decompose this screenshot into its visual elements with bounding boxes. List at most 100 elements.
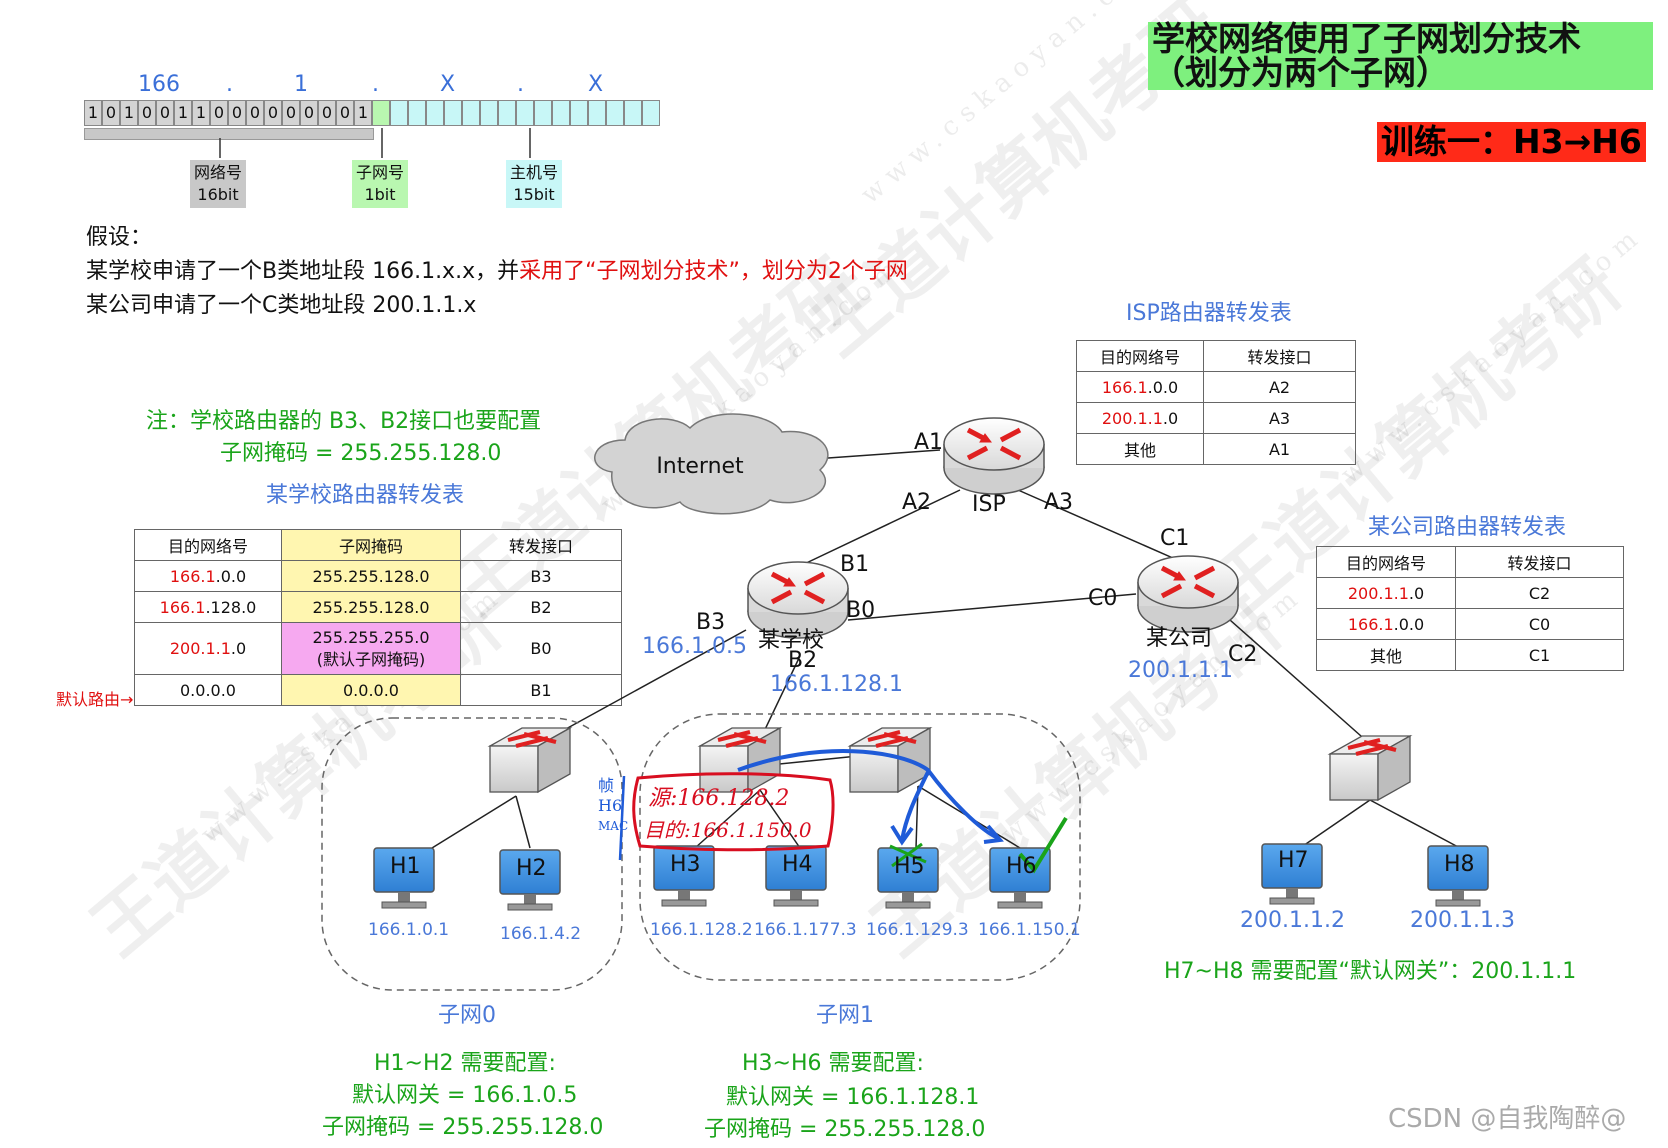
host-bit-cell [588,100,606,126]
b2-ip-label: 166.1.128.1 [770,672,903,697]
port-cell: B0 [460,622,622,675]
network-bit-cell: 0 [246,100,264,126]
subnet0-boundary [321,717,623,991]
mask-note: (默认子网掩码) [316,649,426,669]
isp-table-title: ISP路由器转发表 [1126,301,1292,326]
switch-subnet0 [488,726,572,794]
mask-cell: 255.255.255.0 (默认子网掩码) [281,622,461,675]
dest-cell: 200.1.1.0 [1076,402,1204,434]
dest-prefix: 166.1 [159,597,206,617]
port-b1-label: B1 [840,552,870,577]
host-name: H3 [670,852,701,877]
dest-cell: 其他 [1316,639,1456,671]
handwritten-check-h6 [1018,816,1068,874]
handwritten-route-arrow [737,749,999,840]
host-name: H6 [1006,854,1037,879]
octet-label: X [588,72,604,97]
assumption-highlight: 采用了“子网划分技术”，划分为2个子网 [519,259,908,284]
table-header: 转发接口 [1455,546,1624,578]
octet-dot: . [517,72,524,97]
host-ip: 166.1.177.3 [754,920,857,940]
table-row: 166.1.0.0 A2 [1076,371,1356,403]
hw-mac: MAC [598,819,629,833]
dest-cell: 其他 [1076,433,1204,465]
dest-cell: 0.0.0.0 [134,674,282,706]
table-row: 0.0.0.0 0.0.0.0 B1 [134,674,622,706]
h3h6-config-line2: 默认网关 = 166.1.128.1 [726,1085,980,1110]
table-row: 其他 C1 [1316,639,1624,671]
port-a3-label: A3 [1044,490,1074,515]
host-bit-cell [642,100,660,126]
note-line-1: 注：学校路由器的 B3、B2接口也要配置 [146,409,542,434]
h1h2-config-line2: 默认网关 = 166.1.0.5 [352,1083,578,1108]
isp-router [944,418,1044,494]
host-name: H8 [1444,852,1475,877]
host-bit-cell [462,100,480,126]
network-bit-cell: 0 [156,100,174,126]
subnet-bit-cell [372,100,390,126]
school-forwarding-table: 目的网络号 子网掩码 转发接口 166.1.0.0 255.255.128.0 … [134,529,622,706]
mask-value: 255.255.255.0 [312,627,430,647]
dest-prefix: 166.1 [1347,614,1394,634]
octet-label: X [440,72,456,97]
handwritten-branch-arrow [900,771,930,841]
handwritten-src: 源:166.128.2 [648,786,790,811]
dest-suffix: .0.0 [215,566,247,586]
school-table-title: 某学校路由器转发表 [266,483,465,508]
host-bit-cell [570,100,588,126]
table-header: 目的网络号 [1076,340,1204,372]
assumption-heading: 假设： [86,225,153,250]
port-cell: A3 [1203,402,1356,434]
handwritten-frame-label: 帧 H6 MAC [598,776,628,836]
port-b2-label: B2 [788,648,818,673]
mask-cell: 255.255.128.0 [281,591,461,623]
network-bit-cell: 0 [102,100,120,126]
octet-dot: . [372,72,379,97]
network-bit-cell: 1 [354,100,372,126]
port-cell: A1 [1203,433,1356,465]
tag-line: 子网号 [356,163,405,182]
host-ip: 200.1.1.2 [1240,908,1345,933]
dest-suffix: .0 [230,639,247,658]
tag-line: 主机号 [510,163,559,182]
host-bit-cell [552,100,570,126]
octet-label: 166 [138,72,180,97]
slide-title: 学校网络使用了子网划分技术 （划分为两个子网） [1148,22,1653,90]
b3-ip-label: 166.1.0.5 [642,634,747,659]
table-header: 转发接口 [1203,340,1356,372]
h1h2-config-line3: 子网掩码 = 255.255.128.0 [322,1115,604,1140]
h7h8-config: H7~H8 需要配置“默认网关”：200.1.1.1 [1164,959,1577,984]
h3h6-config-line3: 子网掩码 = 255.255.128.0 [704,1117,986,1142]
host-bit-cell [534,100,552,126]
host-bit-cell [390,100,408,126]
network-bit-cell: 0 [336,100,354,126]
slide-title-line2: （划分为两个子网） [1152,53,1449,92]
host-bit-cell [606,100,624,126]
switch-subnet1-b [848,726,932,794]
network-bit-cell: 0 [228,100,246,126]
school-router-label: 某学校 [758,628,825,653]
network-bit-cell: 0 [138,100,156,126]
host-name: H4 [782,852,813,877]
table-header: 转发接口 [460,529,622,561]
port-cell: B1 [460,674,622,706]
slide-title-line1: 学校网络使用了子网划分技术 [1152,19,1581,58]
dest-suffix: 0.0.0.0 [180,680,236,700]
handwritten-cross-h5 [889,842,927,868]
company-forwarding-table: 目的网络号 转发接口 200.1.1.0 C2 166.1.0.0 C0 其他 … [1316,546,1624,671]
h1h2-config-line1: H1~H2 需要配置: [374,1051,556,1076]
port-b0-label: B0 [846,598,876,623]
subnet1-label: 子网1 [816,1003,874,1028]
hw-frame: 帧 [598,776,615,795]
network-bit-cell: 1 [192,100,210,126]
host-ip: 166.1.150.1 [978,920,1081,940]
handwritten-box [632,772,835,852]
host-name: H1 [390,854,421,879]
internet-label: Internet [656,454,744,479]
dest-suffix: .0.0 [1147,377,1179,397]
dest-cell: 166.1.128.0 [134,591,282,623]
network-bits-underline [84,128,374,140]
bitfield-pointers [219,128,531,158]
mask-cell: 255.255.128.0 [281,560,461,592]
